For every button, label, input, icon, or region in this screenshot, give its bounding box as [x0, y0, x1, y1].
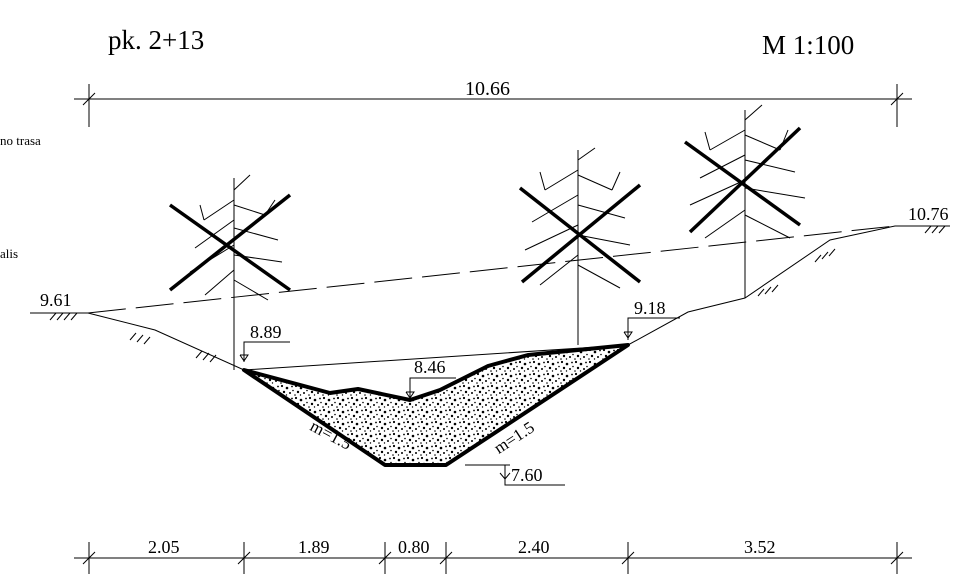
terrain-dashed-line	[87, 225, 896, 314]
segment-width-5: 3.52	[744, 537, 776, 557]
elevation-marker-right-edge	[623, 317, 680, 340]
segment-width-4: 2.40	[518, 537, 550, 557]
elevation-right-bank: 10.76	[908, 204, 949, 224]
segment-width-2: 1.89	[298, 537, 330, 557]
overall-dimension	[74, 84, 912, 127]
elevation-left-bank: 9.61	[40, 290, 72, 310]
elevation-right-edge: 9.18	[634, 298, 666, 318]
elevation-marker-left-edge	[239, 341, 290, 362]
segment-dimensions	[74, 542, 912, 574]
margin-label-trasa: no trasa	[0, 133, 41, 148]
tree-middle-cross	[518, 183, 642, 284]
tree-left-cross	[168, 193, 292, 292]
segment-width-1: 2.05	[148, 537, 180, 557]
tree-middle	[524, 147, 631, 345]
elevation-marker-fill-top	[405, 377, 456, 399]
tree-right	[689, 104, 806, 298]
elevation-fill-top: 8.46	[414, 357, 446, 377]
overall-width-label: 10.66	[465, 78, 510, 100]
station-label: pk. 2+13	[108, 25, 204, 55]
margin-label-alis: alis	[0, 246, 18, 261]
scale-label: M 1:100	[762, 30, 854, 60]
gravel-fill	[242, 343, 630, 467]
elevation-marker-bottom	[465, 464, 565, 486]
elevation-left-edge: 8.89	[250, 322, 282, 342]
ground-line	[87, 225, 950, 371]
elevation-bottom: 7.60	[511, 465, 543, 485]
segment-width-3: 0.80	[398, 537, 430, 557]
tree-right-cross	[683, 126, 802, 234]
